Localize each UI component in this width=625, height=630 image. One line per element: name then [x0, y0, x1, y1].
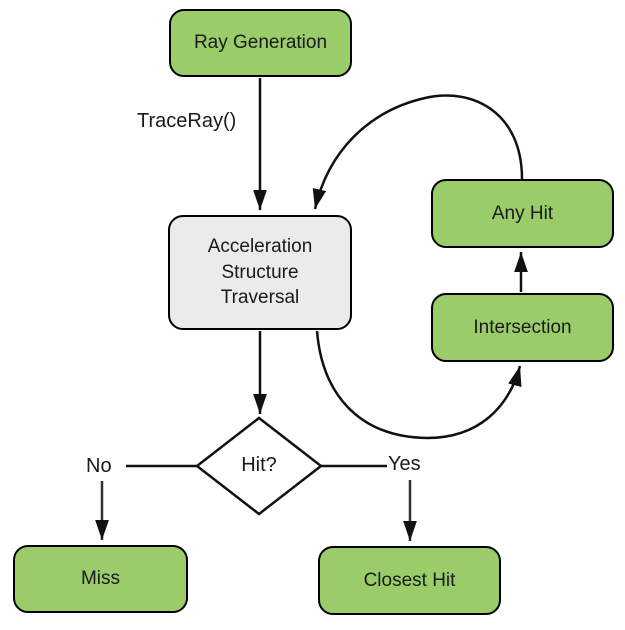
node-ray-generation-label: Ray Generation — [193, 32, 328, 54]
node-closest-hit-label: Closest Hit — [363, 569, 456, 591]
node-intersection: Intersection — [431, 293, 614, 362]
node-intersection-label: Intersection — [473, 316, 572, 338]
node-acceleration-structure-traversal: Acceleration Structure Traversal — [168, 215, 352, 330]
decision-hit-label: Hit? — [241, 454, 277, 476]
decision-diamond-hit — [194, 416, 324, 516]
edge-label-traceray: TraceRay() — [137, 110, 237, 132]
edge-label-yes: Yes — [388, 453, 421, 475]
node-miss-label: Miss — [80, 568, 121, 590]
node-miss: Miss — [13, 545, 188, 613]
node-closest-hit: Closest Hit — [318, 546, 501, 615]
edge-label-no: No — [86, 455, 112, 477]
edge-anyhit-to-accel — [312, 94, 524, 210]
node-any-hit: Any Hit — [431, 179, 614, 248]
edge-accel-to-intersection — [315, 330, 522, 440]
node-any-hit-label: Any Hit — [491, 202, 554, 224]
node-acceleration-structure-traversal-label: Acceleration Structure Traversal — [207, 236, 313, 309]
node-ray-generation: Ray Generation — [169, 9, 352, 77]
